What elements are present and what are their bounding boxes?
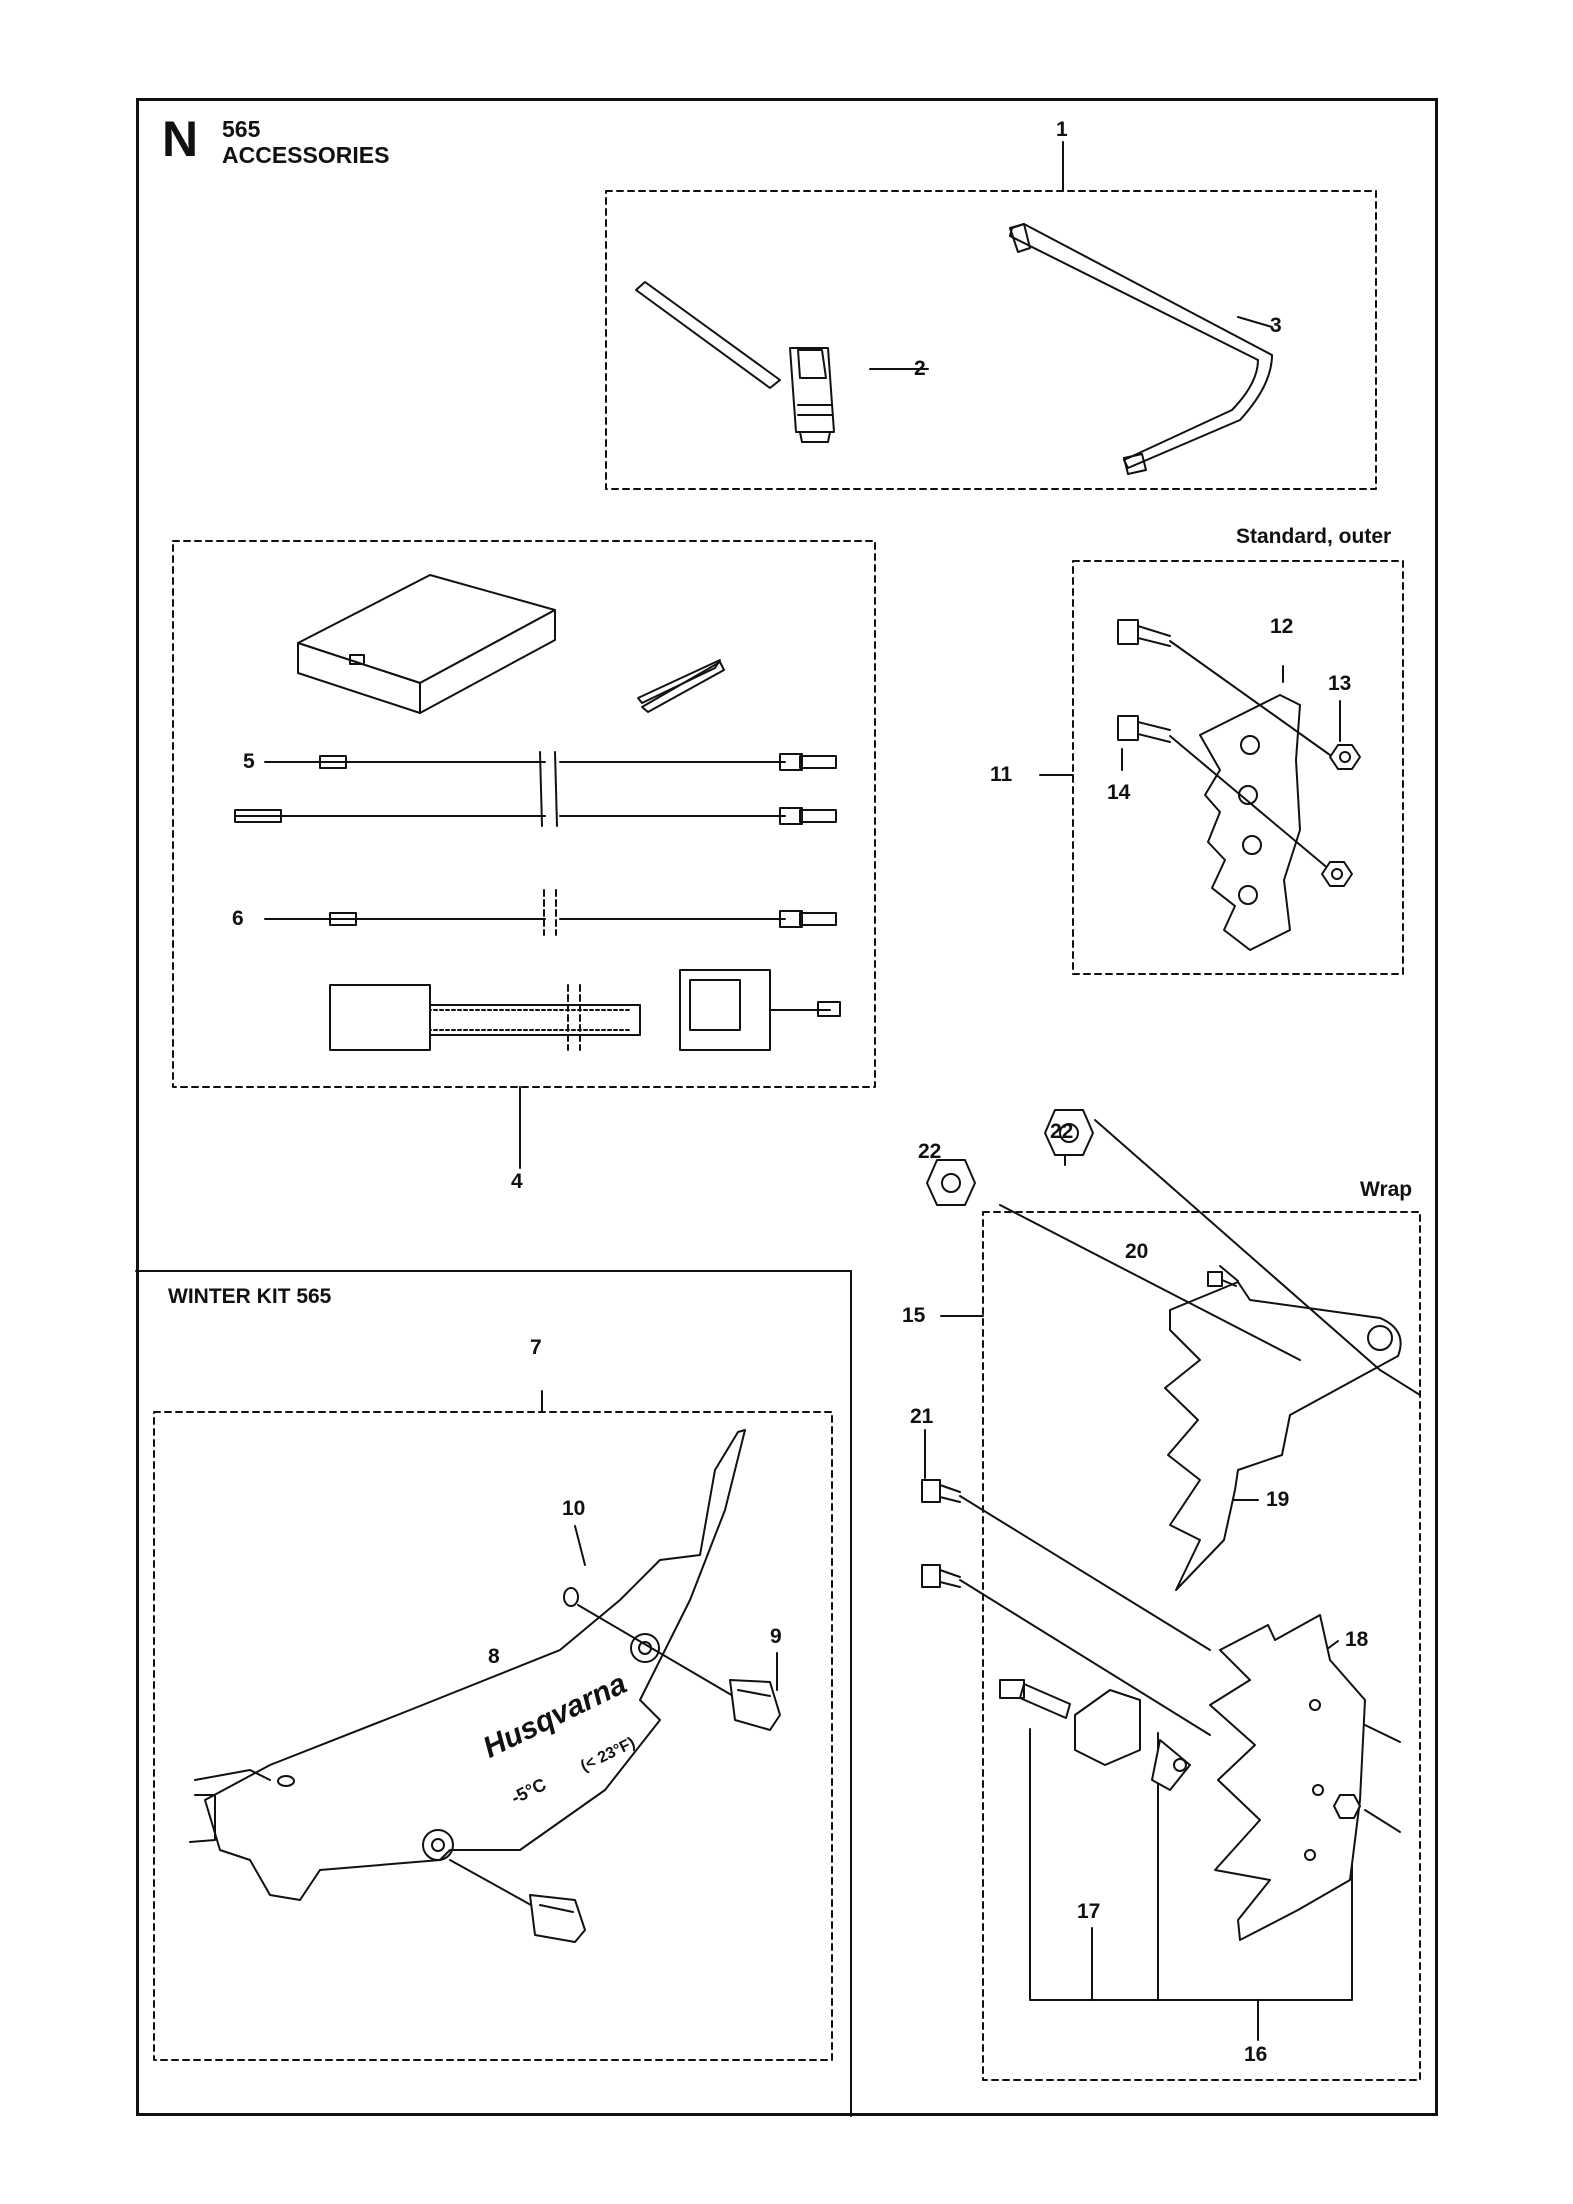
group-box-standard-outer	[1072, 560, 1404, 975]
callout-3: 3	[1270, 314, 1282, 337]
diagnostic-box	[297, 574, 556, 714]
group-label-standard-outer: Standard, outer	[1236, 525, 1392, 548]
callout-2: 2	[914, 357, 926, 380]
callout-13: 13	[1328, 672, 1352, 695]
callout-17: 17	[1077, 1900, 1101, 1923]
winter-kit-box	[135, 1270, 852, 2117]
callout-20: 20	[1125, 1240, 1149, 1263]
callout-18: 18	[1345, 1628, 1369, 1651]
callout-22-left: 22	[918, 1140, 942, 1163]
winter-cover	[189, 1429, 781, 1943]
callout-8: 8	[488, 1645, 500, 1668]
callout-5: 5	[243, 750, 255, 773]
wrap-spike-18	[921, 1479, 1401, 1941]
callout-11: 11	[990, 763, 1013, 786]
callout-7: 7	[530, 1336, 542, 1359]
callout-9: 9	[770, 1625, 782, 1648]
callout-21: 21	[910, 1405, 934, 1428]
callout-10: 10	[562, 1497, 586, 1520]
callout-4: 4	[511, 1170, 523, 1193]
callout-1: 1	[1056, 118, 1068, 141]
spark-plug-wrench	[635, 281, 835, 443]
group-box-wrap	[982, 1211, 1421, 2081]
group-box-7	[153, 1411, 833, 2061]
wrap-spike-19	[926, 1109, 1421, 1591]
cables	[234, 751, 841, 1051]
section-letter: N	[162, 111, 199, 167]
group-box-1	[605, 190, 1377, 490]
callout-19: 19	[1266, 1488, 1290, 1511]
group-label-winter-kit: WINTER KIT 565	[168, 1285, 332, 1308]
standard-spike	[1117, 619, 1361, 951]
callout-14: 14	[1107, 781, 1131, 804]
page-title: ACCESSORIES	[222, 142, 390, 168]
diagram-frame	[136, 98, 1438, 2116]
group-box-4	[172, 540, 876, 1088]
callout-12: 12	[1270, 615, 1294, 638]
callout-6: 6	[232, 907, 244, 930]
group-label-wrap: Wrap	[1360, 1178, 1413, 1201]
callout-15: 15	[902, 1304, 926, 1327]
tweezers	[637, 659, 725, 713]
callout-22-right: 22	[1050, 1120, 1074, 1143]
callout-16: 16	[1244, 2043, 1268, 2066]
model-number: 565	[222, 116, 261, 142]
torx-key	[1009, 223, 1273, 475]
